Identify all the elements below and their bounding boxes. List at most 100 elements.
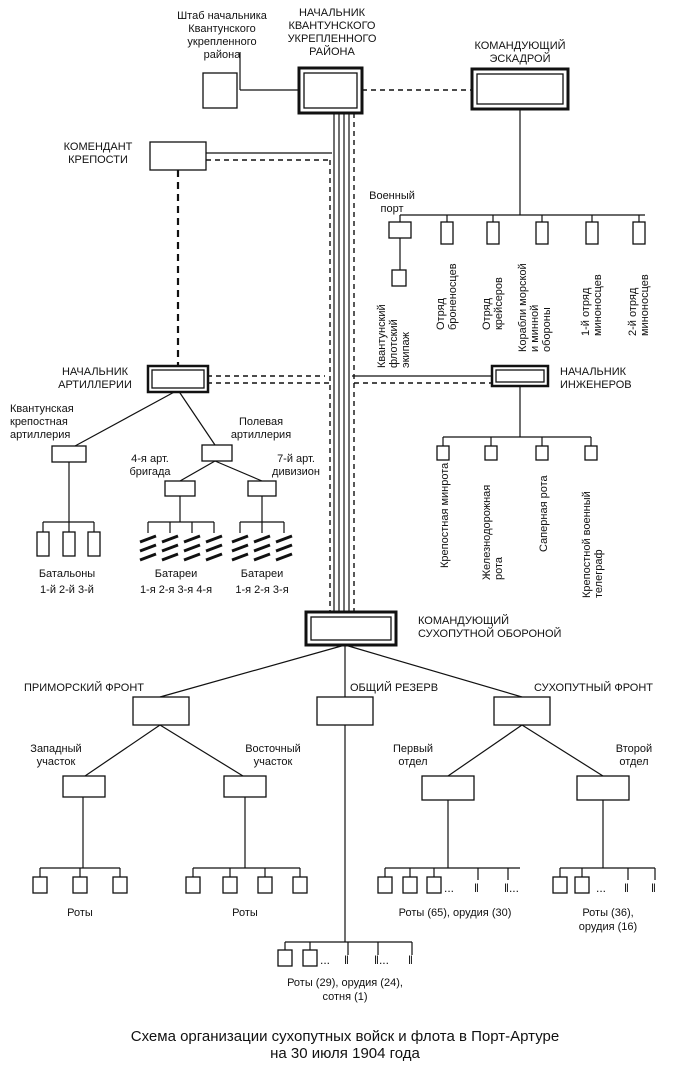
battery-hatch xyxy=(183,543,201,553)
battery-hatch xyxy=(275,552,293,562)
svg-text:1-я 2-я 3-я 4-я: 1-я 2-я 3-я 4-я xyxy=(140,584,212,596)
label-dept2-units: Роты (36), орудия (16) xyxy=(579,907,637,933)
engineer-unit-boxes xyxy=(436,445,598,461)
dashed-connectors xyxy=(176,89,492,612)
svg-text:АРТИЛЛЕРИИ: АРТИЛЛЕРИИ xyxy=(58,379,132,391)
svg-text:дивизион: дивизион xyxy=(272,466,320,478)
svg-text:‖: ‖ xyxy=(474,881,479,895)
svg-text:Батальоны: Батальоны xyxy=(39,568,95,580)
battery-hatch xyxy=(231,534,249,544)
label-batteries-a: Батареи 1-я 2-я 3-я 4-я xyxy=(140,568,212,596)
battery-hatch xyxy=(253,543,271,553)
label-kwantung-crew: Квантунский флотский экипаж xyxy=(376,304,412,368)
svg-text:‖...: ‖... xyxy=(504,881,519,895)
svg-text:4-я арт.: 4-я арт. xyxy=(131,453,169,465)
label-military-port: Военный порт xyxy=(369,190,415,215)
svg-text:Полевая: Полевая xyxy=(239,416,283,428)
svg-text:обороны: обороны xyxy=(541,307,553,352)
battery-hatch xyxy=(253,534,271,544)
hq-staff-box xyxy=(202,72,238,109)
battery-hatch xyxy=(231,543,249,553)
svg-text:Батареи: Батареи xyxy=(155,568,198,580)
chief-box xyxy=(297,66,364,115)
svg-text:Роты (29), орудия (24),: Роты (29), орудия (24), xyxy=(287,977,403,989)
label-dept1-units: Роты (65), орудия (30) xyxy=(399,907,512,919)
label-reserve-units: Роты (29), орудия (24), сотня (1) xyxy=(287,977,403,1003)
svg-text:Второй: Второй xyxy=(616,743,652,755)
label-chief: НАЧАЛЬНИК КВАНТУНСКОГО УКРЕПЛЕННОГО РАЙО… xyxy=(288,7,377,58)
artillery-sub-boxes xyxy=(36,444,277,557)
svg-text:‖...: ‖... xyxy=(374,953,389,967)
svg-text:КОМЕНДАНТ: КОМЕНДАНТ xyxy=(64,141,133,153)
svg-text:крепостная: крепостная xyxy=(10,416,68,428)
svg-text:крейсеров: крейсеров xyxy=(493,277,505,330)
svg-text:ЭСКАДРОЙ: ЭСКАДРОЙ xyxy=(490,52,551,65)
svg-text:Корабли морской: Корабли морской xyxy=(517,263,529,352)
label-batteries-b: Батареи 1-я 2-я 3-я xyxy=(235,568,288,596)
svg-text:и минной: и минной xyxy=(529,305,541,352)
svg-text:Штаб начальника: Штаб начальника xyxy=(177,10,268,22)
svg-text:порт: порт xyxy=(381,203,404,215)
label-engineer-unit-3: Саперная рота xyxy=(538,475,550,552)
svg-text:Роты (36),: Роты (36), xyxy=(582,907,633,919)
svg-text:7-й арт.: 7-й арт. xyxy=(277,453,315,465)
svg-text:НАЧАЛЬНИК: НАЧАЛЬНИК xyxy=(299,7,366,19)
svg-text:экипаж: экипаж xyxy=(400,331,412,368)
svg-text:НАЧАЛЬНИК: НАЧАЛЬНИК xyxy=(62,366,129,378)
battery-hatch xyxy=(231,552,249,562)
battery-hatch xyxy=(183,552,201,562)
squadron-box xyxy=(470,67,570,111)
battery-hatch xyxy=(205,534,223,544)
label-general-reserve: ОБЩИЙ РЕЗЕРВ xyxy=(350,681,438,694)
solid-connectors xyxy=(39,52,656,955)
label-western-sector: Западный участок xyxy=(30,743,81,768)
label-fortress-artillery: Квантунская крепостная артиллерия xyxy=(10,403,74,441)
svg-text:Квантунская: Квантунская xyxy=(10,403,74,415)
svg-text:Первый: Первый xyxy=(393,743,433,755)
battery-hatch xyxy=(139,552,157,562)
label-commandant: КОМЕНДАНТ КРЕПОСТИ xyxy=(64,141,133,166)
battery-symbols xyxy=(139,534,293,562)
svg-text:района: района xyxy=(204,49,242,61)
label-navy-unit-2: Отряд крейсеров xyxy=(481,277,505,330)
label-squadron-cmd: КОМАНДУЮЩИЙ ЭСКАДРОЙ xyxy=(474,39,565,65)
svg-text:Военный: Военный xyxy=(369,190,415,202)
label-engineers-chief: НАЧАЛЬНИК ИНЖЕНЕРОВ xyxy=(560,366,632,391)
svg-text:Квантунского: Квантунского xyxy=(188,23,256,35)
commandant-box xyxy=(149,141,207,171)
label-brigade4: 4-я арт. бригада xyxy=(130,453,172,478)
svg-text:...: ... xyxy=(596,881,606,895)
svg-text:УКРЕПЛЕННОГО: УКРЕПЛЕННОГО xyxy=(288,33,377,45)
label-artillery-chief: НАЧАЛЬНИК АРТИЛЛЕРИИ xyxy=(58,366,132,391)
svg-text:...: ... xyxy=(320,953,330,967)
label-division7: 7-й арт. дивизион xyxy=(272,453,320,478)
svg-text:РАЙОНА: РАЙОНА xyxy=(309,45,355,58)
svg-text:1-я 2-я 3-я: 1-я 2-я 3-я xyxy=(235,584,288,596)
label-land-defense: КОМАНДУЮЩИЙ СУХОПУТНОЙ ОБОРОНОЙ xyxy=(418,614,561,640)
gun-symbols: ... ‖ ‖... ... ‖ ‖ ... ‖ ‖... ‖ xyxy=(320,881,656,967)
svg-text:участок: участок xyxy=(37,756,76,768)
svg-text:сотня (1): сотня (1) xyxy=(322,991,367,1003)
label-navy-unit-3: Корабли морской и минной обороны xyxy=(517,263,553,352)
svg-text:участок: участок xyxy=(254,756,293,768)
svg-text:...: ... xyxy=(444,881,454,895)
label-eastern-sector: Восточный участок xyxy=(245,743,301,768)
svg-text:миноносцев: миноносцев xyxy=(639,274,651,336)
battery-hatch xyxy=(161,534,179,544)
svg-text:Саперная рота: Саперная рота xyxy=(538,475,550,552)
svg-text:Отряд: Отряд xyxy=(481,297,493,330)
svg-text:миноносцев: миноносцев xyxy=(592,274,604,336)
land-defense-box xyxy=(304,610,398,647)
svg-text:Восточный: Восточный xyxy=(245,743,301,755)
artillery-chief-box xyxy=(146,364,210,394)
svg-text:телеграф: телеграф xyxy=(593,549,605,598)
battery-hatch xyxy=(161,552,179,562)
svg-text:Квантунский: Квантунский xyxy=(376,304,388,368)
svg-text:1-й 2-й 3-й: 1-й 2-й 3-й xyxy=(40,584,94,596)
label-field-artillery: Полевая артиллерия xyxy=(231,416,291,441)
battery-hatch xyxy=(161,543,179,553)
svg-text:КРЕПОСТИ: КРЕПОСТИ xyxy=(68,154,128,166)
svg-text:КОМАНДУЮЩИЙ: КОМАНДУЮЩИЙ xyxy=(474,39,565,52)
svg-text:броненосцев: броненосцев xyxy=(447,263,459,330)
